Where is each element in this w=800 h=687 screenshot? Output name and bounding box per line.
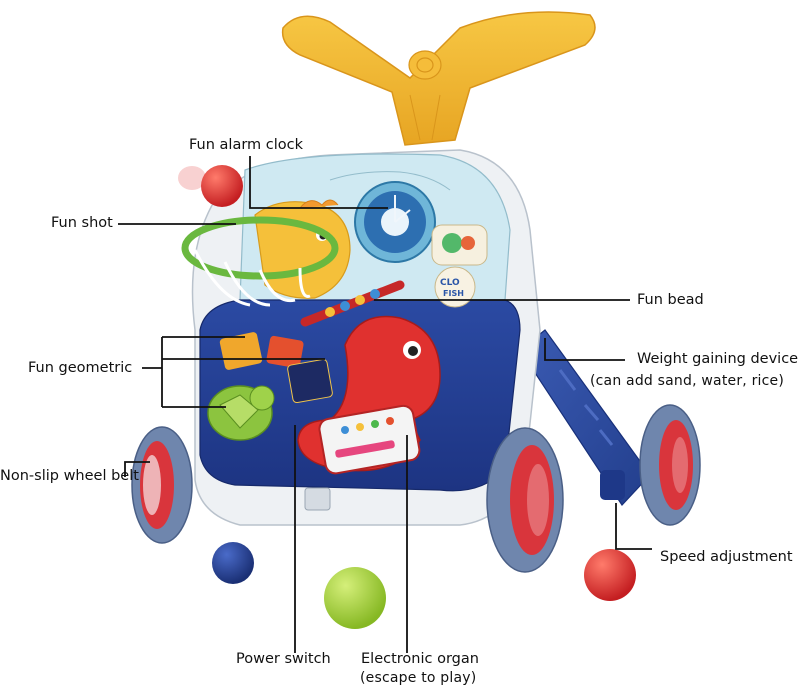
fish-stickers: CLO FISH	[431, 224, 488, 308]
loose-balls	[212, 542, 636, 629]
handle	[281, 11, 596, 146]
label-weight-gaining-note: (can add sand, water, rice)	[590, 373, 785, 389]
label-power-switch: Power switch	[236, 651, 331, 667]
turtle	[207, 385, 275, 441]
geometric-pieces	[219, 332, 333, 404]
label-electronic-organ-note: (escape to play)	[360, 670, 477, 686]
label-weight-gaining-device: Weight gaining device	[637, 351, 799, 367]
label-fun-shot: Fun shot	[51, 215, 113, 231]
bead-rail	[300, 280, 405, 327]
line-speed	[615, 503, 652, 550]
leader-lines	[118, 156, 652, 653]
label-non-slip-wheel-belt: Non-slip wheel belt	[0, 468, 139, 484]
line-weight-device	[544, 338, 625, 361]
line-alarm-clock	[249, 156, 388, 209]
label-electronic-organ: Electronic organ	[361, 651, 479, 667]
label-fun-bead: Fun bead	[637, 292, 704, 308]
seahorse-organ	[297, 315, 441, 475]
label-fun-geometric: Fun geometric	[28, 360, 133, 376]
label-speed-adjustment: Speed adjustment	[660, 549, 793, 565]
wheels	[131, 404, 701, 573]
alarm-clock	[354, 181, 436, 263]
sticker-text-1: CLO	[440, 278, 460, 288]
duck-hoop	[181, 199, 351, 307]
flying-ball	[178, 165, 243, 207]
sticker-text-2: FISH	[443, 289, 464, 298]
label-fun-alarm-clock: Fun alarm clock	[189, 137, 304, 153]
line-wheel-belt	[124, 461, 150, 477]
